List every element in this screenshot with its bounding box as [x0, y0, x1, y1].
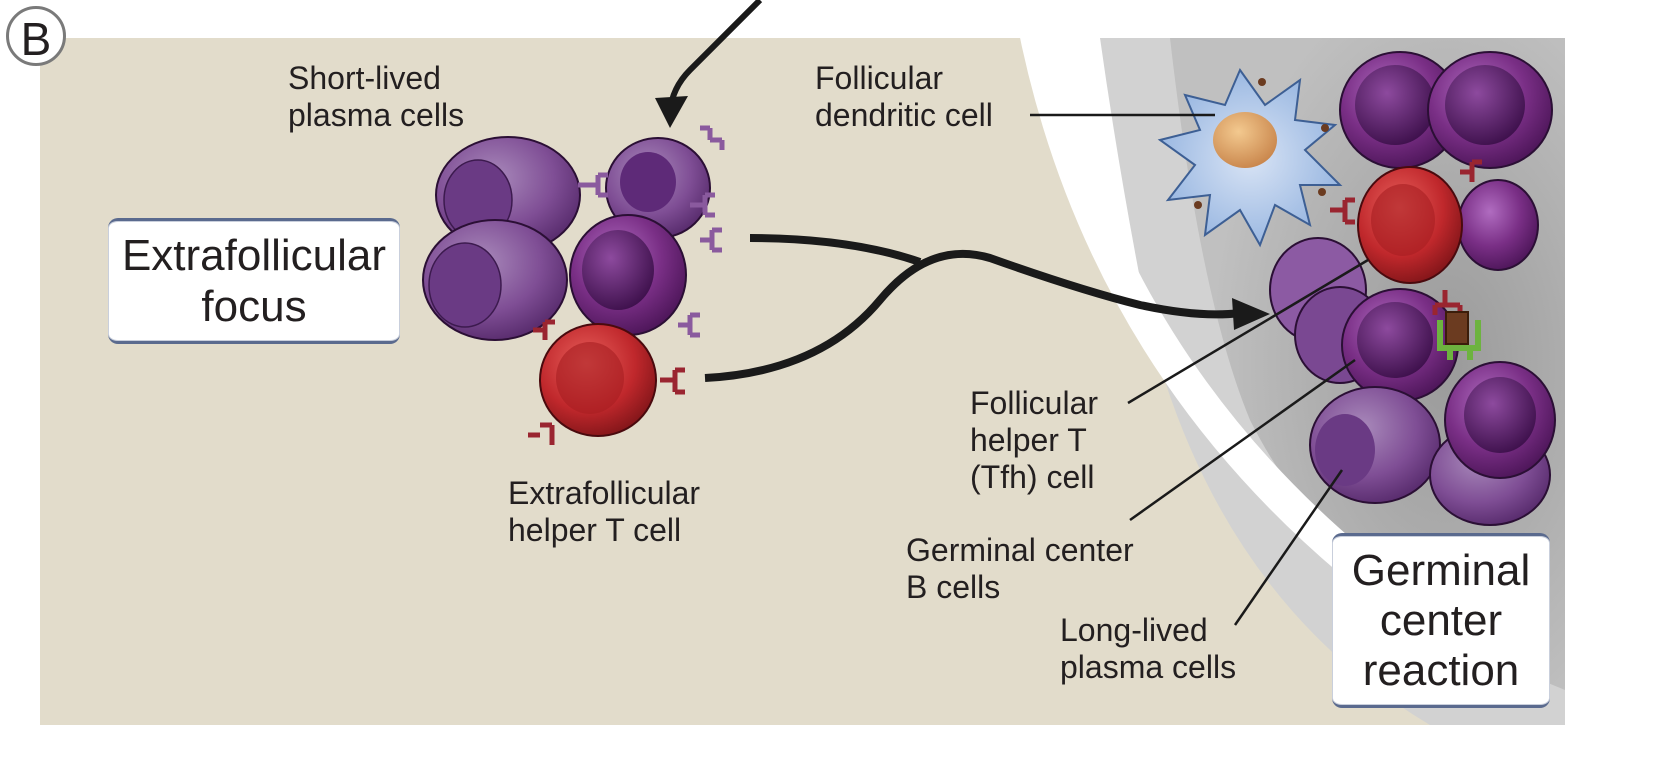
tfh-label-line-2: helper T — [970, 422, 1098, 459]
germinal-center-b-cell-3 — [1458, 180, 1538, 270]
long-lived-label-line-2: plasma cells — [1060, 649, 1236, 686]
germinal-center-reaction-line-2: center — [1332, 596, 1550, 646]
short-lived-plasma-cells-label: Short-lived plasma cells — [288, 60, 464, 134]
germinal-center-b-cell-2 — [1428, 52, 1552, 168]
fdc-label-line-1: Follicular — [815, 60, 993, 97]
germinal-center-b-cell-7 — [1445, 362, 1555, 478]
extrafollicular-b-cell — [570, 215, 686, 335]
tfh-label-line-3: (Tfh) cell — [970, 459, 1098, 496]
ef-t-label-line-2: helper T cell — [508, 512, 700, 549]
extrafollicular-focus-line-1: Extrafollicular — [108, 230, 400, 281]
gc-b-label-line-2: B cells — [906, 569, 1134, 606]
extrafollicular-focus-box: Extrafollicular focus — [108, 218, 400, 344]
ef-t-label-line-1: Extrafollicular — [508, 475, 700, 512]
gc-b-label-line-1: Germinal center — [906, 532, 1134, 569]
extrafollicular-focus-line-2: focus — [108, 281, 400, 332]
extrafollicular-t-cell — [540, 324, 656, 436]
short-lived-label-line-2: plasma cells — [288, 97, 464, 134]
panel-letter-badge: B — [6, 6, 66, 66]
tfh-label-line-1: Follicular — [970, 385, 1098, 422]
tfh-cell-label: Follicular helper T (Tfh) cell — [970, 385, 1098, 496]
fdc-label-line-2: dendritic cell — [815, 97, 993, 134]
germinal-center-reaction-line-1: Germinal — [1332, 546, 1550, 596]
germinal-center-reaction-box: Germinal center reaction — [1332, 533, 1550, 708]
extrafollicular-helper-t-cell-label: Extrafollicular helper T cell — [508, 475, 700, 549]
long-lived-plasma-cells-label: Long-lived plasma cells — [1060, 612, 1236, 686]
follicular-dendritic-cell-label: Follicular dendritic cell — [815, 60, 993, 134]
germinal-center-b-cells-label: Germinal center B cells — [906, 532, 1134, 606]
short-lived-label-line-1: Short-lived — [288, 60, 464, 97]
long-lived-label-line-1: Long-lived — [1060, 612, 1236, 649]
germinal-center-reaction-line-3: reaction — [1332, 646, 1550, 696]
follicular-helper-t-cell — [1358, 167, 1462, 283]
long-lived-plasma-cell-1 — [1310, 387, 1440, 503]
